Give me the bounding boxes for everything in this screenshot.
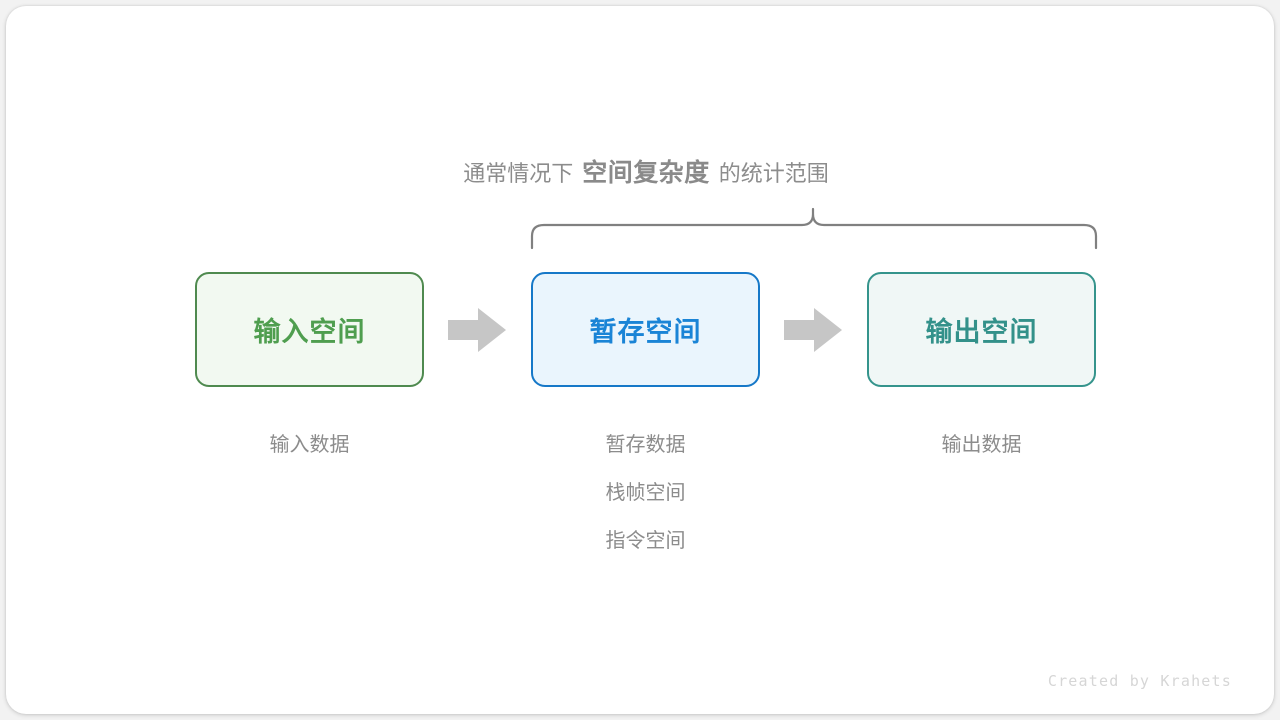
caption-prefix: 通常情况下 — [463, 161, 574, 186]
curly-brace-icon — [530, 207, 1098, 250]
box-output-space-label: 输出空间 — [925, 317, 1038, 347]
sub-label: 指令空间 — [605, 530, 686, 552]
box-output-space[interactable]: 输出空间 — [867, 272, 1096, 387]
block-arrow-right-icon — [784, 308, 842, 352]
brace-caption: 通常情况下空间复杂度的统计范围 — [6, 156, 1280, 191]
caption-suffix: 的统计范围 — [718, 161, 829, 186]
sub-labels-temp: 暂存数据 栈帧空间 指令空间 — [531, 421, 760, 565]
sub-label: 输入数据 — [269, 434, 350, 456]
sub-labels-input: 输入数据 — [195, 421, 424, 469]
box-input-space[interactable]: 输入空间 — [195, 272, 424, 387]
sub-labels-output: 输出数据 — [867, 421, 1096, 469]
box-input-space-label: 输入空间 — [253, 317, 366, 347]
diagram-card: 通常情况下空间复杂度的统计范围 输入空间 暂存空间 输出空间 输入数据 暂存数据 — [6, 6, 1274, 714]
watermark: Created by Krahets — [1047, 672, 1232, 690]
block-arrow-right-icon — [448, 308, 506, 352]
caption-emphasis: 空间复杂度 — [582, 159, 710, 187]
sub-label: 暂存数据 — [605, 434, 686, 456]
sub-label: 栈帧空间 — [605, 482, 686, 504]
sub-label: 输出数据 — [941, 434, 1022, 456]
box-temp-space-label: 暂存空间 — [589, 317, 702, 347]
box-temp-space[interactable]: 暂存空间 — [531, 272, 760, 387]
